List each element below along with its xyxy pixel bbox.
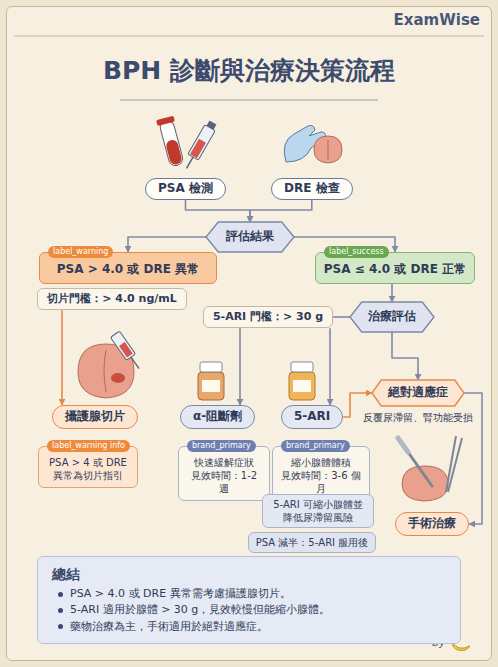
connector (239, 328, 241, 405)
connector (250, 200, 312, 222)
surgery-icon (398, 436, 462, 501)
box-text: 治療評估 (368, 309, 416, 325)
connector (61, 310, 63, 405)
process-box: brand_primary縮小腺體體積見效時間：3-6 個月 (272, 446, 370, 501)
biopsy-icon (78, 331, 144, 398)
process-box: label_warning infoPSA > 4 或 DRE 異常為切片指引 (38, 446, 138, 488)
process-box: brand_primary快速緩解症狀見效時間：1-2 週 (178, 446, 270, 501)
box-text: 快速緩解症狀 (194, 456, 254, 469)
summary-text: 藥物治療為主，手術適用於絕對適應症。 (70, 620, 268, 634)
summary-panel: 總結 PSA > 4.0 或 DRE 異常需考慮攝護腺切片。 5-ARI 適用於腺體… (37, 556, 461, 644)
summary-item: PSA > 4.0 或 DRE 異常需考慮攝護腺切片。 (58, 587, 291, 601)
connector (128, 237, 206, 252)
box-text: 5-ARI 可縮小腺體並降低尿滯留風險 (269, 498, 367, 524)
box-text: 5-ARI (294, 409, 330, 425)
bullet-dot (58, 608, 63, 613)
shape-fill (372, 380, 464, 406)
box-text: PSA 減半：5-ARI 服用後 (256, 536, 368, 549)
process-box: 5-ARI 可縮小腺體並降低尿滯留風險 (262, 494, 374, 528)
box-text: 見效時間：3-6 個月 (279, 469, 363, 495)
connector (329, 328, 331, 405)
shape-fill (206, 222, 294, 252)
decision-diamond: 評估結果 (206, 222, 294, 252)
summary-item: 藥物治療為主，手術適用於絕對適應症。 (58, 620, 268, 634)
tag-label: brand_primary (281, 440, 350, 452)
step-pill: 手術治療 (395, 512, 469, 536)
connector (392, 332, 418, 380)
indication-hexagon: 絕對適應症反覆尿滯留、腎功能受損 (372, 380, 464, 406)
box-text: 見效時間：1-2 週 (185, 469, 263, 495)
process-box: label_warningPSA > 4.0 或 DRE 異常 (39, 252, 217, 284)
connector (333, 316, 350, 318)
process-box: PSA 減半：5-ARI 服用後 (248, 532, 376, 553)
step-pill: 5-ARI (281, 405, 343, 429)
process-box: 切片門檻：> 4.0 ng/mL (37, 288, 187, 310)
5-ari-bottle (289, 362, 315, 400)
summary-item: 5-ARI 適用於腺體 > 30 g，見效較慢但能縮小腺體。 (58, 603, 330, 617)
box-text: 5-ARI 門檻：> 30 g (213, 310, 323, 324)
header-rule (14, 36, 484, 37)
connector (391, 284, 393, 302)
box-text: 縮小腺體體積 (291, 456, 351, 469)
process-box: 5-ARI 門檻：> 30 g (203, 306, 333, 328)
box-heading: PSA > 4.0 或 DRE 異常 (57, 262, 199, 278)
summary-text: PSA > 4.0 或 DRE 異常需考慮攝護腺切片。 (70, 587, 291, 601)
step-pill: DRE 檢查 (271, 178, 353, 200)
process-box: label_successPSA ≤ 4.0 或 DRE 正常 (315, 252, 475, 284)
tag-label: label_warning (48, 246, 113, 258)
box-text: PSA > 4 或 DRE 異常為切片指引 (45, 456, 131, 482)
brand-label: ExamWise (394, 11, 480, 29)
alpha-blocker-bottle (198, 362, 224, 400)
title: BPH 診斷與治療決策流程 (0, 54, 498, 87)
tag-label: label_warning info (47, 440, 130, 452)
box-text: α-阻斷劑 (193, 409, 242, 425)
decision-diamond: 治療評估 (350, 302, 434, 332)
box-text: 切片門檻：> 4.0 ng/mL (47, 292, 177, 306)
connector (186, 200, 251, 222)
bullet-dot (58, 592, 63, 597)
dre-icon (284, 126, 342, 164)
box-text: 評估結果 (226, 229, 274, 245)
box-heading: PSA ≤ 4.0 或 DRE 正常 (324, 262, 466, 278)
step-pill: 攝護腺切片 (52, 405, 138, 429)
shape-fill (350, 302, 434, 332)
box-text: 攝護腺切片 (65, 409, 125, 425)
tag-label: brand_primary (187, 440, 256, 452)
summary-text: 5-ARI 適用於腺體 > 30 g，見效較慢但能縮小腺體。 (70, 603, 330, 617)
box-text: DRE 檢查 (284, 181, 340, 197)
step-pill: α-阻斷劑 (180, 405, 255, 429)
title-underline (120, 99, 378, 100)
box-text: 絕對適應症 (388, 385, 448, 401)
indication-note: 反覆尿滯留、腎功能受損 (363, 411, 473, 425)
summary-heading: 總結 (52, 565, 80, 583)
bullet-dot (58, 624, 63, 629)
tag-label: label_success (324, 246, 389, 258)
step-pill: PSA 檢測 (145, 178, 226, 200)
box-text: PSA 檢測 (158, 181, 213, 197)
box-text: 手術治療 (408, 516, 456, 532)
psa-icon (156, 116, 218, 172)
